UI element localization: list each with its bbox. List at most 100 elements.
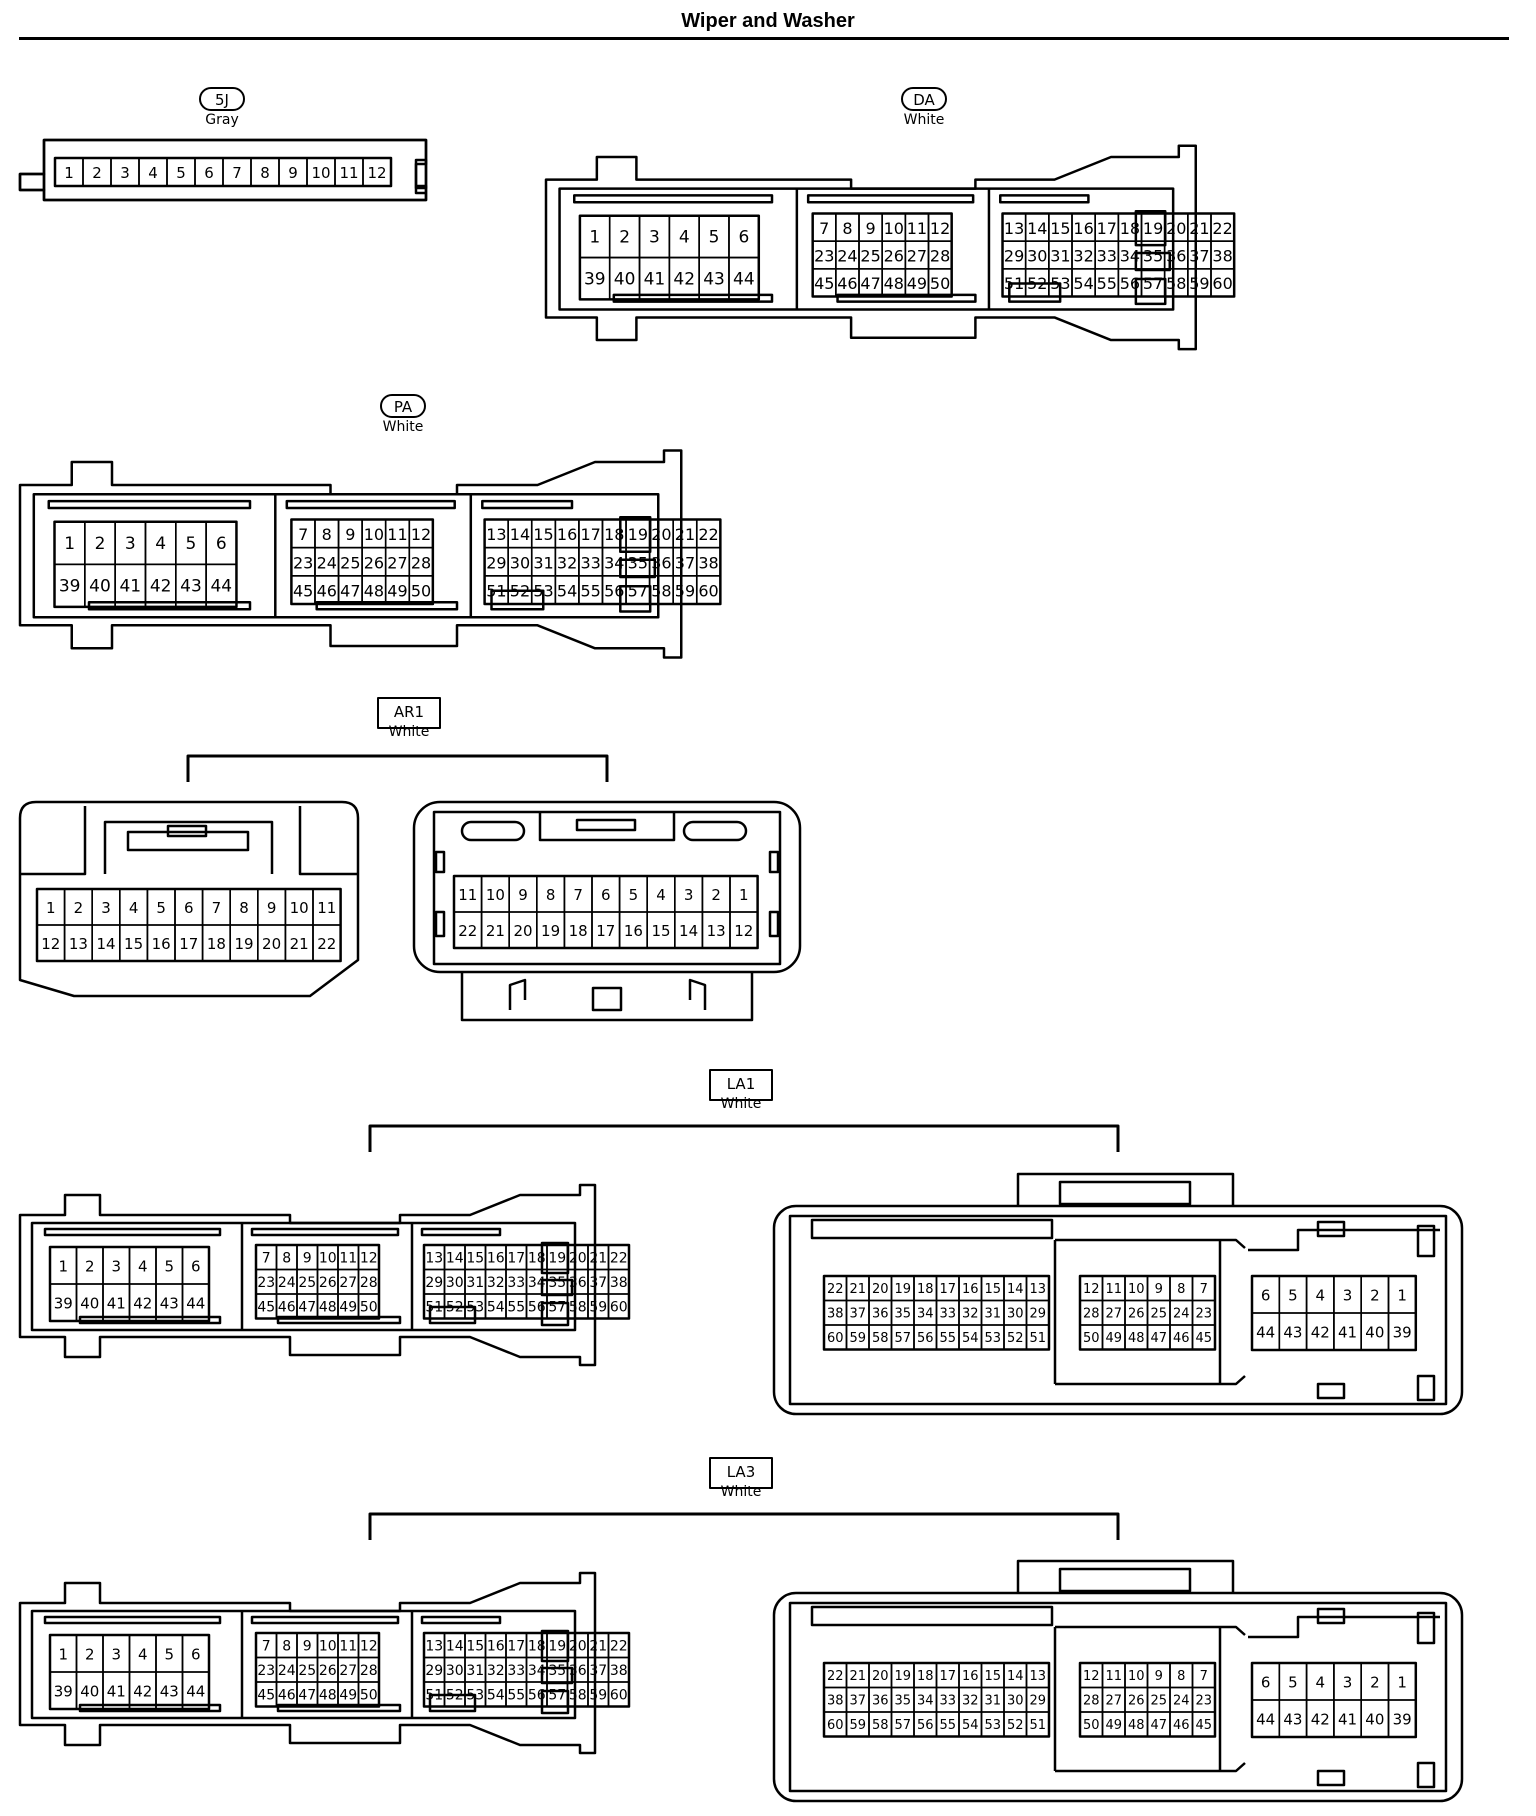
pin-number: 36 xyxy=(872,1306,889,1321)
pin-number: 1 xyxy=(739,886,749,904)
pin-number: 52 xyxy=(1007,1331,1024,1346)
pin-number: 57 xyxy=(894,1331,911,1346)
pin-number: 34 xyxy=(917,1693,934,1708)
pin-number: 38 xyxy=(610,1663,628,1679)
pin-number: 47 xyxy=(1150,1718,1167,1733)
pin-number: 25 xyxy=(860,247,880,266)
pin-number: 14 xyxy=(1007,1669,1024,1684)
pin-number: 4 xyxy=(155,534,166,554)
pin-number: 38 xyxy=(827,1693,844,1708)
pin-number: 11 xyxy=(1105,1669,1122,1684)
housing-part xyxy=(836,293,977,303)
pin-number: 10 xyxy=(290,899,309,917)
pin-number: 13 xyxy=(425,1250,443,1266)
pin-number: 8 xyxy=(1177,1669,1185,1684)
pin-number: 38 xyxy=(698,553,718,572)
pin-number: 59 xyxy=(675,581,695,600)
pin-number: 31 xyxy=(984,1693,1001,1708)
housing-outline xyxy=(460,972,754,1022)
pin-number: 2 xyxy=(92,164,102,182)
connector-label-oval xyxy=(901,87,947,111)
pin-number: 51 xyxy=(425,1299,443,1315)
pin-number: 7 xyxy=(819,219,829,238)
pin-number: 21 xyxy=(589,1638,607,1654)
pin-number: 22 xyxy=(317,935,336,953)
pin-number: 14 xyxy=(510,525,530,544)
pin-number: 23 xyxy=(814,247,834,266)
pin-number: 13 xyxy=(486,525,506,544)
housing-part xyxy=(1416,1374,1436,1402)
housing-part xyxy=(768,910,780,938)
pin-number: 48 xyxy=(319,1687,337,1703)
pin-number: 46 xyxy=(317,581,337,600)
pin-number: 52 xyxy=(446,1299,464,1315)
housing-part xyxy=(1008,282,1062,303)
pin-number: 27 xyxy=(387,553,407,572)
pin-number: 26 xyxy=(884,247,904,266)
female-body xyxy=(772,1591,1464,1803)
pin-number: 14 xyxy=(446,1638,464,1654)
housing-part xyxy=(1191,1711,1216,1738)
pin-number: 42 xyxy=(1311,1711,1330,1729)
pin-number: 31 xyxy=(466,1663,484,1679)
pin-number: 56 xyxy=(1120,274,1140,293)
housing-part xyxy=(1025,1711,1050,1738)
pin-number: 1 xyxy=(58,1646,68,1664)
pin-number: 46 xyxy=(278,1299,296,1315)
housing-outline xyxy=(103,820,274,874)
housing-part xyxy=(728,256,760,301)
pin-number: 28 xyxy=(411,553,431,572)
pin-number: 55 xyxy=(939,1331,956,1346)
pin-number: 19 xyxy=(1143,219,1163,238)
pin-number: 14 xyxy=(96,935,115,953)
pin-number: 43 xyxy=(160,1295,179,1313)
pin-number: 5 xyxy=(709,228,720,248)
pin-number: 36 xyxy=(1166,247,1186,266)
pin-number: 31 xyxy=(984,1306,1001,1321)
pin-number: 55 xyxy=(1097,274,1117,293)
pin-number: 20 xyxy=(569,1638,587,1654)
pin-number: 11 xyxy=(339,164,358,182)
housing-part xyxy=(1416,1761,1436,1789)
pin-number: 52 xyxy=(510,581,530,600)
pin-number: 59 xyxy=(589,1687,607,1703)
pin-number: 37 xyxy=(589,1275,607,1291)
pin-number: 16 xyxy=(487,1638,505,1654)
housing-outline xyxy=(368,1512,1120,1540)
housing-part xyxy=(1191,1324,1216,1351)
pin-number: 37 xyxy=(675,553,695,572)
pin-number: 50 xyxy=(360,1299,378,1315)
pin-number: 40 xyxy=(89,577,111,597)
pin-number: 47 xyxy=(340,581,360,600)
housing-part xyxy=(30,1609,577,1720)
pin-number: 55 xyxy=(507,1299,525,1315)
housing-outline xyxy=(186,754,609,782)
housing-part xyxy=(276,1703,402,1713)
pin-number: 12 xyxy=(41,935,60,953)
pin-number: 33 xyxy=(507,1275,525,1291)
pin-number: 42 xyxy=(133,1295,152,1313)
pin-number: 47 xyxy=(298,1299,316,1315)
pin-number: 17 xyxy=(939,1669,956,1684)
pin-number: 60 xyxy=(698,581,718,600)
pin-number: 58 xyxy=(651,581,671,600)
pin-number: 45 xyxy=(293,581,313,600)
pin-number: 29 xyxy=(425,1663,443,1679)
pin-number: 22 xyxy=(827,1669,844,1684)
pin-number: 20 xyxy=(872,1669,889,1684)
pin-number: 56 xyxy=(917,1331,934,1346)
pin-number: 39 xyxy=(584,269,606,289)
pin-number: 10 xyxy=(1128,1669,1145,1684)
pin-number: 51 xyxy=(425,1687,443,1703)
pin-number: 25 xyxy=(1150,1693,1167,1708)
connector-code: LA1 xyxy=(727,1075,756,1093)
pin-number: 58 xyxy=(872,1718,889,1733)
pin-number: 50 xyxy=(1083,1331,1100,1346)
pin-number: 26 xyxy=(319,1663,337,1679)
housing-outline xyxy=(368,1124,1120,1152)
pin-number: 33 xyxy=(1097,247,1117,266)
